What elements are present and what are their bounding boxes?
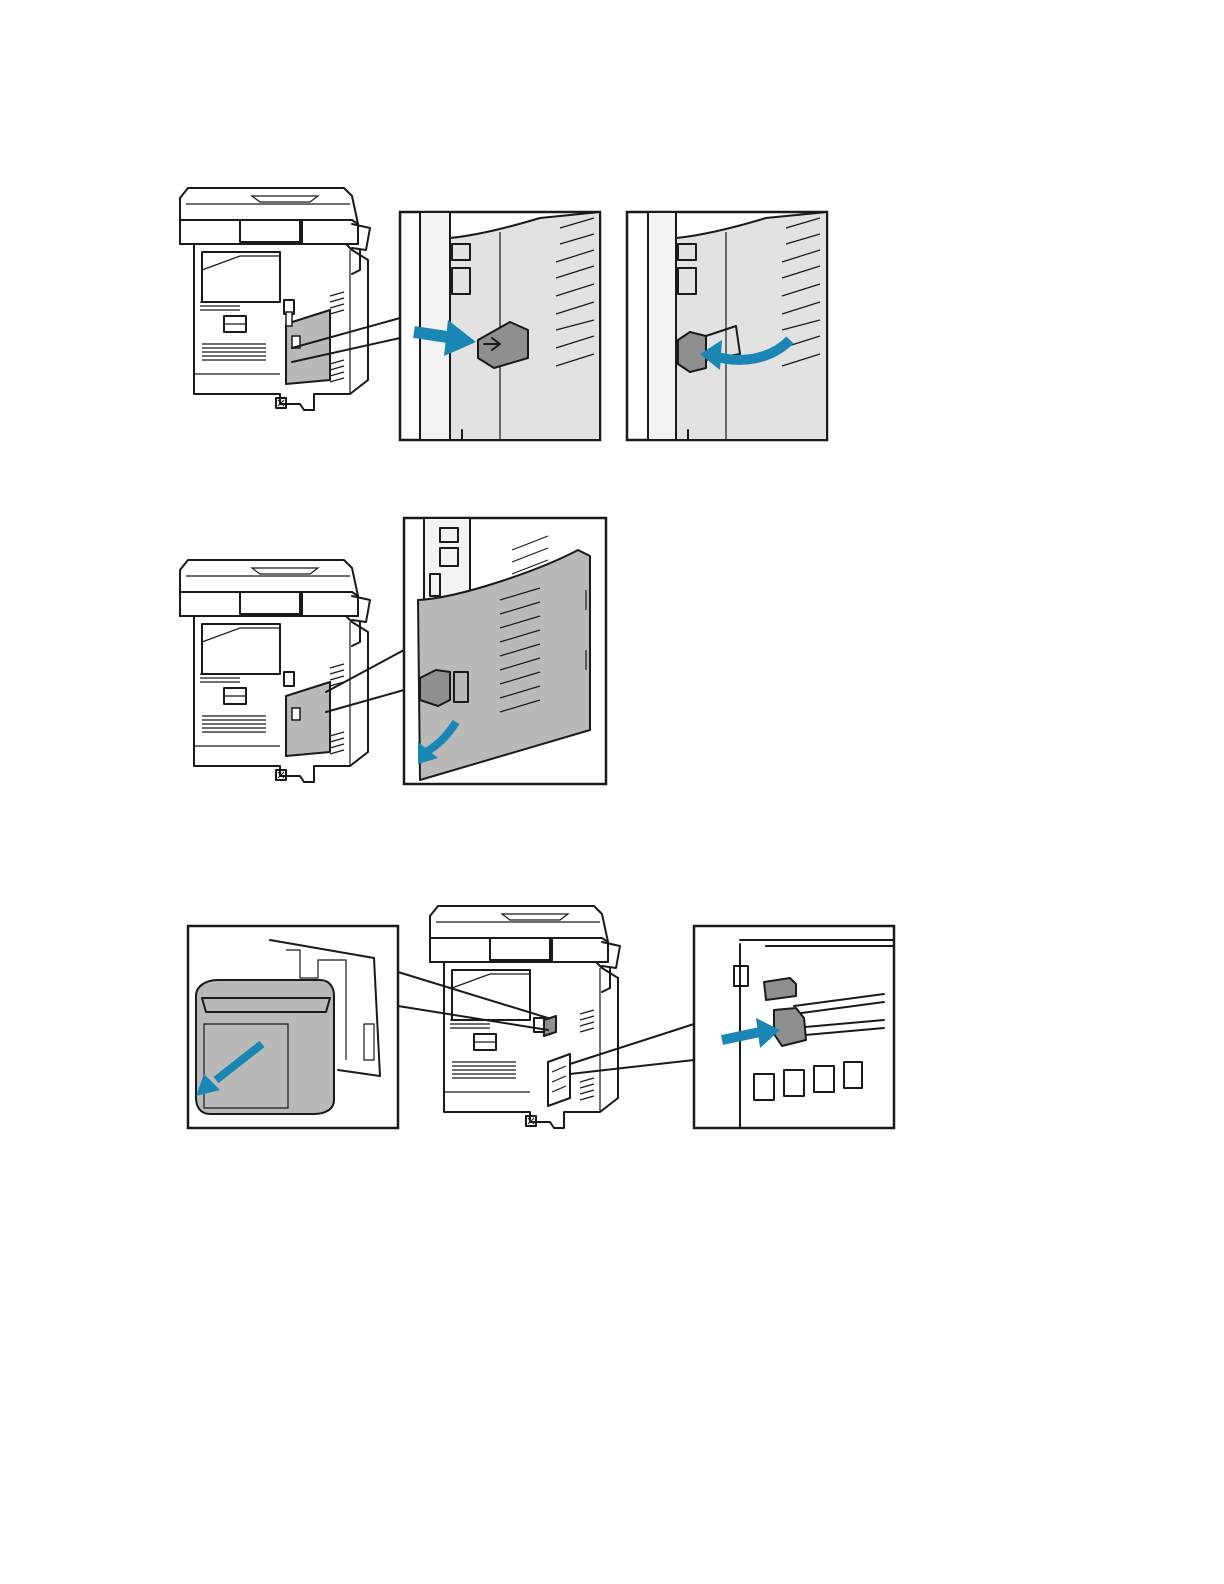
step3-detail-remove-module [188, 926, 398, 1128]
step3-printer-rear [430, 906, 620, 1128]
step1-detail-swing-latch [627, 212, 827, 440]
step1-detail-push-latch [400, 212, 600, 440]
step1-printer-rear [180, 188, 370, 410]
step2-detail-remove-cover [404, 518, 606, 784]
step2-printer-rear [180, 560, 370, 782]
step3-detail-release-clip [694, 926, 894, 1128]
